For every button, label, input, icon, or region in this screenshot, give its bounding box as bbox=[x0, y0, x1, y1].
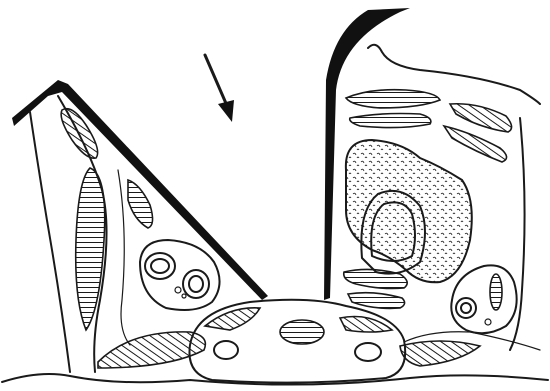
central-base-structure bbox=[189, 300, 405, 383]
left-structure bbox=[30, 96, 153, 372]
left-vessel-cluster bbox=[140, 240, 220, 310]
bottom-right-lens bbox=[400, 341, 480, 366]
arrow-icon bbox=[205, 55, 234, 122]
stippled-mass bbox=[346, 140, 472, 282]
